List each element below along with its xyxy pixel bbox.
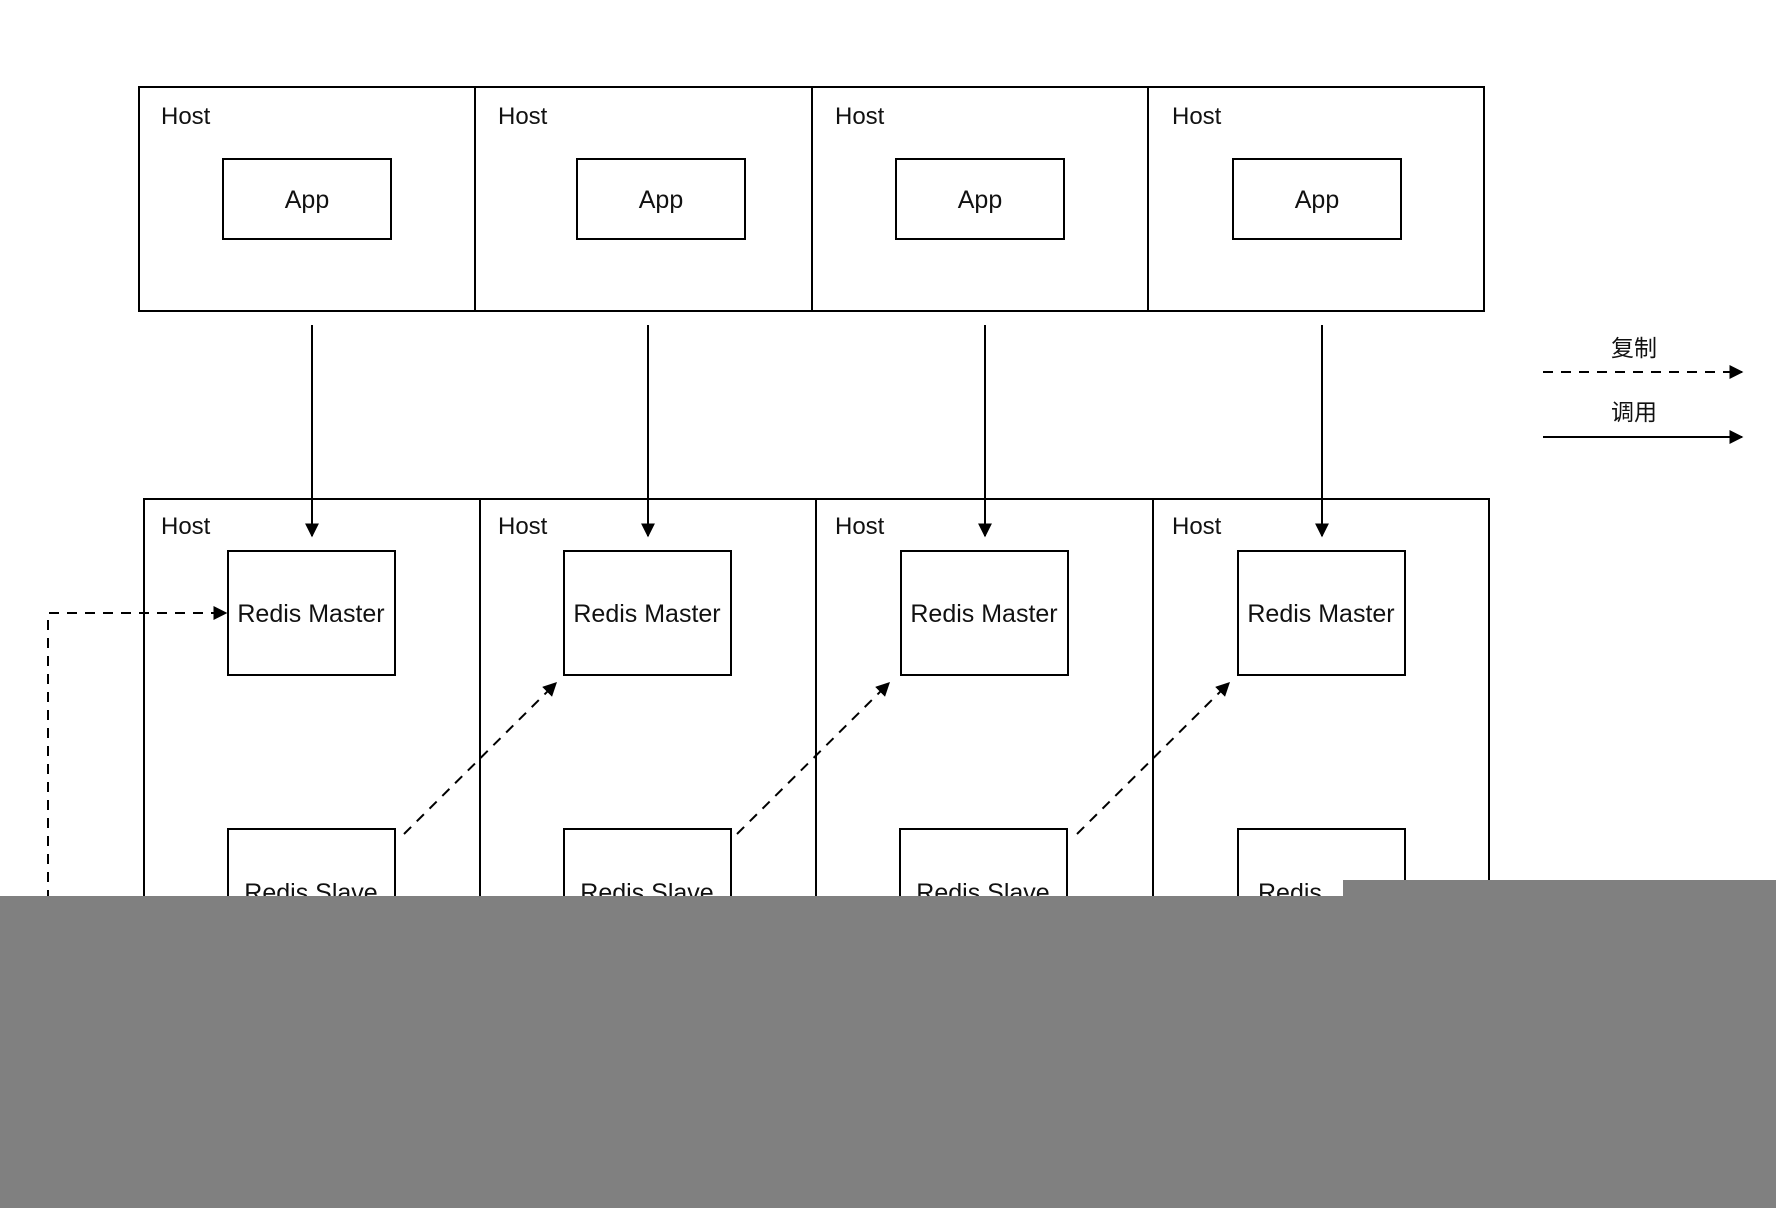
redis-host-4: Host Redis Master Redis xyxy=(1152,498,1490,920)
legend: 复制 调用 xyxy=(1543,336,1744,444)
redis-master-box xyxy=(900,550,1069,676)
host-label: Host xyxy=(835,103,885,130)
app-box xyxy=(895,158,1065,240)
redis-master-label: Redis Master xyxy=(237,600,384,628)
host-label: Host xyxy=(498,103,548,130)
replication-arrow-wraparound xyxy=(47,606,228,900)
app-box xyxy=(1232,158,1402,240)
gray-overlay xyxy=(0,880,1776,1208)
app-host-2: Host App xyxy=(474,86,813,312)
redis-master-box xyxy=(1237,550,1406,676)
app-label: App xyxy=(285,186,329,214)
replication-arrows xyxy=(47,606,1230,900)
overlay-lower xyxy=(0,896,1776,1208)
app-label: App xyxy=(1295,186,1339,214)
redis-host-3: Host Redis Master Redis Slave xyxy=(815,498,1154,920)
redis-master-box xyxy=(563,550,732,676)
host-label: Host xyxy=(1172,103,1222,130)
app-box xyxy=(222,158,392,240)
redis-master-label: Redis Master xyxy=(910,600,1057,628)
app-label: App xyxy=(639,186,683,214)
host-label: Host xyxy=(161,103,211,130)
app-host-row: Host App Host App Host App Host App xyxy=(138,86,1485,312)
redis-host-1: Host Redis Master Redis Slave xyxy=(143,498,481,920)
app-host-3: Host App xyxy=(811,86,1149,312)
call-arrows xyxy=(305,325,1329,538)
legend-replication-label: 复制 xyxy=(1611,336,1657,362)
redis-host-2: Host Redis Master Redis Slave xyxy=(479,498,817,920)
host-label: Host xyxy=(1172,513,1222,540)
redis-host-row: Host Redis Master Redis Slave Host Redis… xyxy=(143,498,1490,920)
host-label: Host xyxy=(498,513,548,540)
app-label: App xyxy=(958,186,1002,214)
host-label: Host xyxy=(835,513,885,540)
app-box xyxy=(576,158,746,240)
app-host-1: Host App xyxy=(138,86,476,312)
redis-master-box xyxy=(227,550,396,676)
redis-master-label: Redis Master xyxy=(1247,600,1394,628)
legend-call-label: 调用 xyxy=(1611,400,1657,426)
app-host-4: Host App xyxy=(1147,86,1485,312)
host-label: Host xyxy=(161,513,211,540)
redis-master-label: Redis Master xyxy=(573,600,720,628)
overlay-step xyxy=(1343,880,1776,898)
